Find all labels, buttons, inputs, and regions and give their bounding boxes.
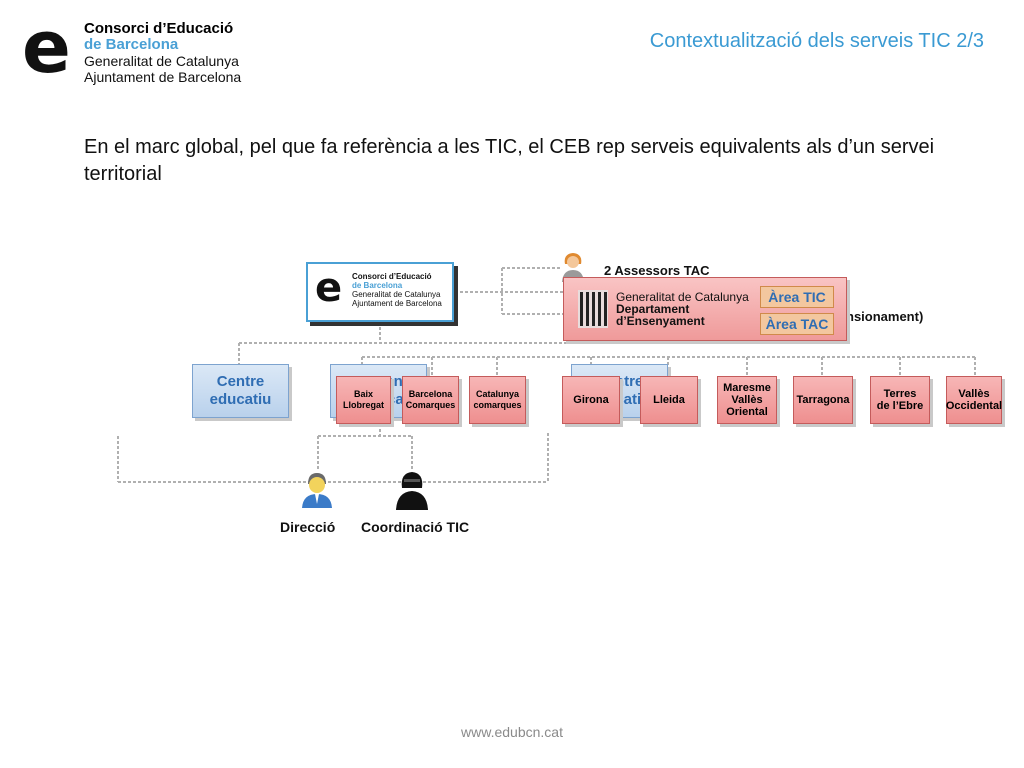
direccio-label: Direcció [280, 519, 336, 535]
territory-box: Vallès Occidental [946, 376, 1002, 424]
territory-box: Barcelona Comarques [402, 376, 459, 424]
ceb-logo-small-icon: e [315, 270, 342, 306]
generalitat-line2: Departament [616, 302, 690, 316]
svg-text:e: e [315, 270, 342, 306]
org-name-line4: Ajuntament de Barcelona [84, 69, 242, 85]
territory-box: Lleida [640, 376, 698, 424]
svg-text:e: e [22, 14, 71, 80]
territory-box: Terres de l’Ebre [870, 376, 930, 424]
territory-box: Tarragona [793, 376, 853, 424]
territory-line1: Catalunya [475, 389, 519, 399]
org-name-line1: Consorci d’Educació [84, 20, 234, 37]
territory-line1: Girona [573, 394, 609, 406]
territory-line2: de l’Ebre [876, 400, 924, 412]
territory-line1: Tarragona [796, 394, 850, 406]
area-tic-box: Àrea TIC [760, 286, 834, 308]
generalitat-line1: Generalitat de Catalunya [616, 290, 749, 304]
org-name-block: Consorci d’Educació de Barcelona General… [84, 20, 242, 86]
territory-line2: Comarques [405, 400, 456, 410]
ceb-node-line1: Consorci d’Educació [352, 272, 432, 281]
territory-box: Catalunya comarques [469, 376, 526, 424]
director-person-icon [302, 473, 332, 508]
territory-line1: Barcelona [408, 389, 453, 399]
org-name-line2: de Barcelona [84, 36, 179, 53]
org-name-line3: Generalitat de Catalunya [84, 53, 239, 69]
territory-line1: Lleida [653, 394, 685, 406]
territory-line2: Occidental [945, 400, 1003, 412]
ceb-node-line2: de Barcelona [352, 281, 403, 290]
ceb-node: e Consorci d’Educació de Barcelona Gener… [306, 262, 454, 322]
coordinacio-tic-label: Coordinació TIC [361, 519, 470, 535]
slide-title: Contextualització dels serveis TIC 2/3 [649, 30, 984, 52]
ceb-node-line4: Ajuntament de Barcelona [352, 299, 442, 308]
centre-line1: Centre [216, 373, 265, 390]
ceb-logo-icon: e [22, 14, 71, 80]
territory-line2: Llobregat [342, 400, 384, 410]
assessors-label: 2 Assessors TAC [604, 263, 710, 278]
ceb-node-line3: Generalitat de Catalunya [352, 290, 441, 299]
generalitat-node: Generalitat de Catalunya Departament d’E… [563, 277, 847, 341]
territory-line2: Vallès [731, 394, 763, 406]
centre-educatiu-box: Centre educatiu [192, 364, 289, 418]
footer-url: www.edubcn.cat [461, 724, 563, 740]
territory-line1: Baix [353, 389, 373, 399]
territory-line1: Vallès [958, 388, 990, 400]
territory-line3: Oriental [726, 406, 768, 418]
territory-line2: comarques [473, 400, 522, 410]
generalitat-line3: d’Ensenyament [616, 314, 705, 328]
partial-label: nsionament) [846, 309, 924, 324]
intro-text: En el marc global, pel que fa referència… [84, 136, 935, 185]
coordinator-person-icon [396, 472, 428, 510]
territory-box: Girona [562, 376, 620, 424]
area-tac-box: Àrea TAC [760, 313, 834, 335]
territory-line1: Maresme [723, 382, 771, 394]
territory-line1: Terres [883, 388, 917, 400]
territory-box: Maresme Vallès Oriental [717, 376, 777, 424]
territory-box: Baix Llobregat [336, 376, 391, 424]
centre-line2: educatiu [209, 391, 272, 408]
generalitat-logo-icon [578, 290, 608, 328]
